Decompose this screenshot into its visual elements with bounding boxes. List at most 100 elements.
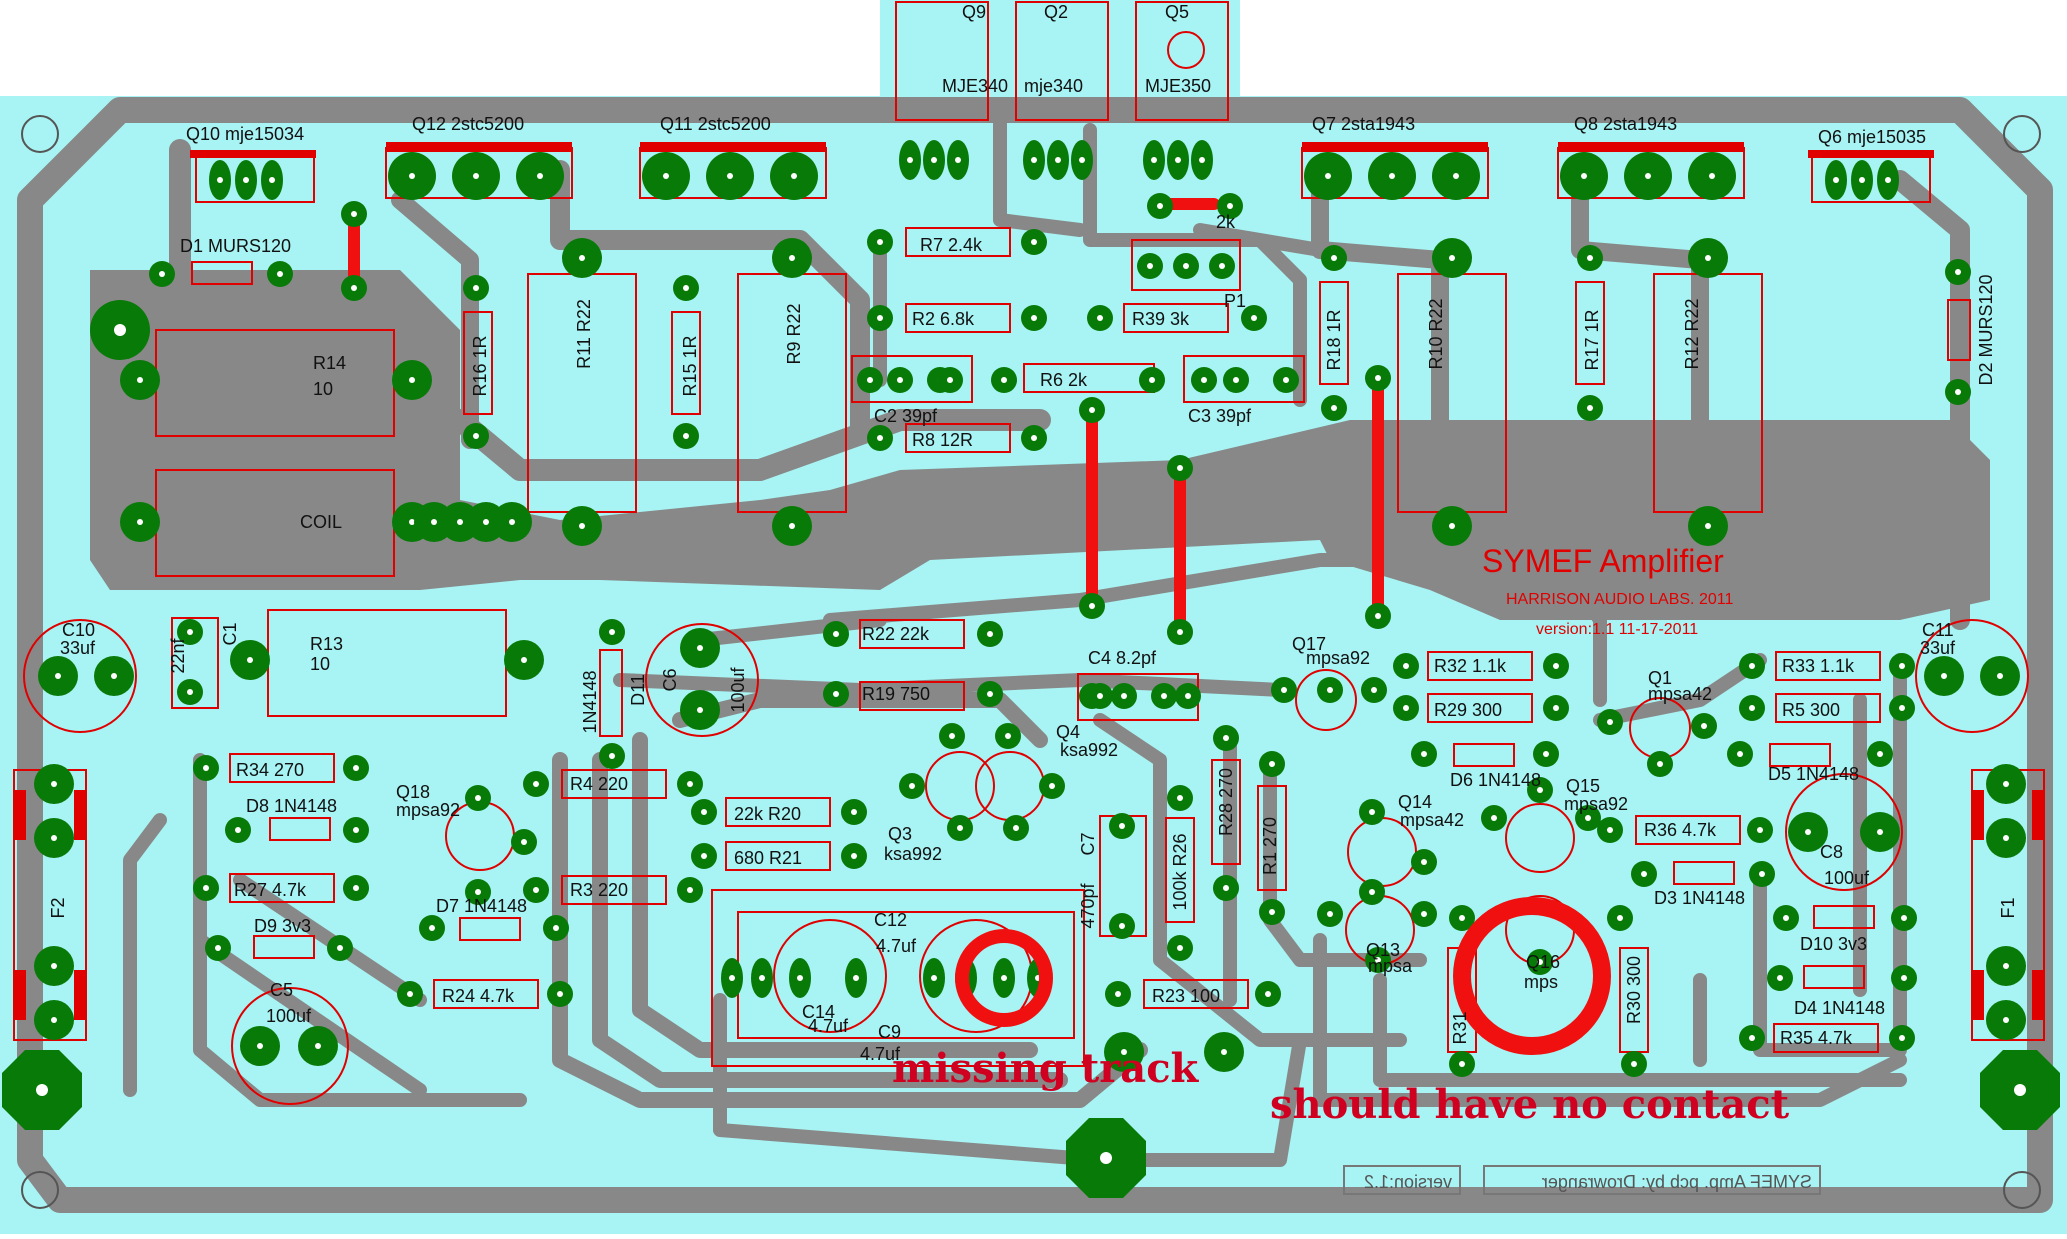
q6-tab	[1808, 150, 1934, 158]
label-d3: D3 1N4148	[1654, 888, 1745, 908]
pad	[1359, 879, 1385, 905]
octagon-pad-hole	[2014, 1084, 2026, 1096]
label-q12: Q12 2stc5200	[412, 114, 524, 134]
top-band-4	[1311, 161, 1449, 449]
label-r5: R5 300	[1782, 700, 1840, 720]
label-d4: D4 1N4148	[1794, 998, 1885, 1018]
d8-outline	[269, 817, 331, 841]
pad	[1527, 777, 1553, 803]
pad	[1021, 305, 1047, 331]
pad	[789, 958, 811, 998]
pad	[1560, 152, 1608, 200]
pad	[1079, 397, 1105, 423]
c8-outline	[1785, 773, 1903, 891]
label-q1-p: mpsa42	[1648, 684, 1712, 704]
pad	[770, 152, 818, 200]
pad	[751, 958, 773, 998]
pad	[642, 152, 690, 200]
pad	[523, 771, 549, 797]
label-q4-p: ksa992	[1060, 740, 1118, 760]
pad	[562, 238, 602, 278]
pad	[343, 875, 369, 901]
mirrored-credit-box	[1483, 1165, 1821, 1195]
pad	[867, 425, 893, 451]
silk-bars	[14, 142, 2044, 1020]
pad	[1945, 379, 1971, 405]
pad	[1543, 695, 1569, 721]
pad	[1986, 1000, 2026, 1040]
pad	[1577, 395, 1603, 421]
pad	[1191, 367, 1217, 393]
pad	[1321, 395, 1347, 421]
pad	[1411, 849, 1437, 875]
pad	[267, 261, 293, 287]
f2-clip-4	[74, 970, 86, 1020]
r20-outline	[725, 797, 831, 827]
label-c8: C8	[1820, 842, 1843, 862]
pad	[1109, 813, 1135, 839]
label-r27: R27 4.7k	[234, 880, 307, 900]
label-q2-part: mje340	[1024, 76, 1083, 96]
r23-outline	[1143, 979, 1249, 1009]
r26-outline	[1165, 817, 1195, 923]
mount-hole-tr	[2003, 115, 2041, 153]
label-r3: R3 220	[570, 880, 628, 900]
vlabel-r15: R15 1R	[680, 335, 700, 396]
r4-outline	[561, 769, 667, 799]
pad	[1411, 901, 1437, 927]
pad	[923, 958, 945, 998]
q15-outline	[1505, 803, 1575, 873]
label-c11: C11	[1922, 620, 1954, 640]
mount-hole-br	[2003, 1171, 2041, 1209]
pad	[677, 877, 703, 903]
pad	[937, 367, 963, 393]
pad	[1647, 751, 1673, 777]
pad	[225, 817, 251, 843]
pad	[599, 743, 625, 769]
label-q11: Q11 2stc5200	[660, 114, 771, 134]
pad	[706, 152, 754, 200]
label-c12-v: 4.7uf	[876, 936, 917, 956]
label-q14-p: mpsa42	[1400, 810, 1464, 830]
mirrored-version-text: version:1.2	[1364, 1172, 1452, 1192]
pad	[1891, 965, 1917, 991]
label-r23: R23 100	[1152, 986, 1220, 1006]
pad	[240, 1026, 280, 1066]
pad	[34, 818, 74, 858]
pad	[1739, 695, 1765, 721]
f1-clip-2	[2032, 790, 2044, 840]
q12-tab	[386, 142, 572, 152]
label-r14-v: 10	[313, 379, 333, 399]
pad	[680, 690, 720, 730]
pad	[1889, 653, 1915, 679]
pad	[993, 958, 1015, 998]
pad	[673, 275, 699, 301]
pad	[677, 771, 703, 797]
r36-outline	[1635, 815, 1741, 845]
pad	[1213, 875, 1239, 901]
pad	[1432, 238, 1472, 278]
pad	[867, 305, 893, 331]
label-r29: R29 300	[1434, 700, 1502, 720]
pad	[397, 981, 423, 1007]
c10-outline	[23, 619, 137, 733]
missing-track-annotation: missing track	[892, 1045, 1200, 1092]
label-r22: R22 22k	[862, 624, 930, 644]
pad	[1167, 935, 1193, 961]
pad	[1111, 683, 1137, 709]
pad	[1393, 695, 1419, 721]
d1-outline	[191, 261, 253, 285]
r16-outline	[463, 311, 493, 415]
lower-loop-2	[592, 752, 1068, 1088]
label-d7: D7 1N4148	[436, 896, 527, 916]
vlabel-r16: R16 1R	[470, 335, 490, 396]
pad	[1204, 1032, 1244, 1072]
pads-layer	[2, 140, 2060, 1198]
label-r24: R24 4.7k	[442, 986, 515, 1006]
label-q16: Q16	[1526, 952, 1560, 972]
label-q13: Q13	[1366, 940, 1400, 960]
label-r4: R4 220	[570, 774, 628, 794]
label-c14-v: 4.7uf	[808, 1016, 849, 1036]
pad	[492, 502, 532, 542]
